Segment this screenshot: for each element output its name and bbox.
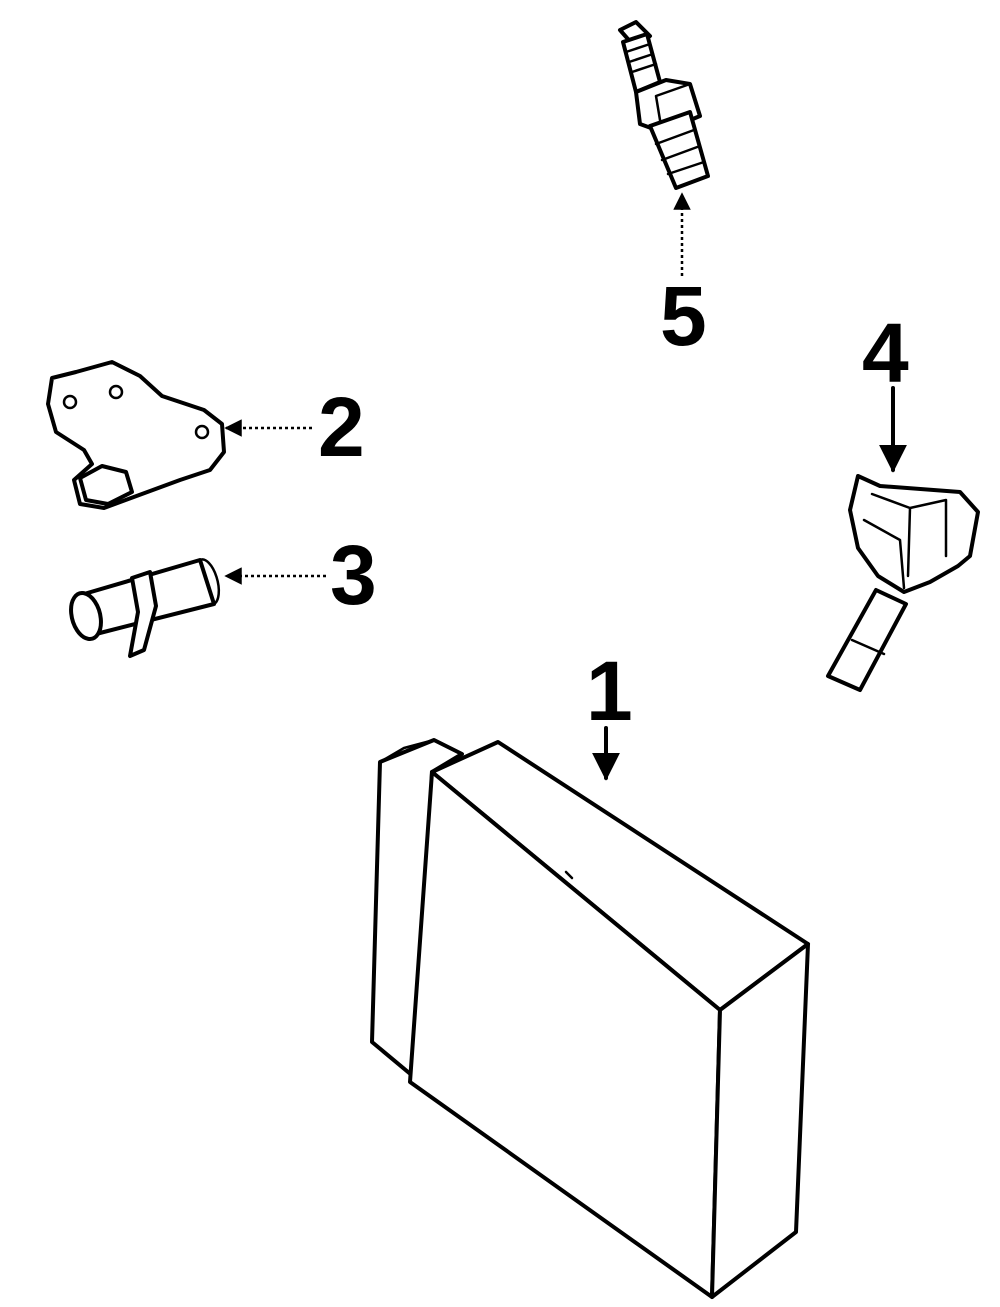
spark-plug-icon (618, 20, 710, 190)
callout-3: 3 (330, 528, 377, 622)
sensor-bracket-icon (46, 360, 226, 510)
callout-4: 4 (862, 306, 909, 400)
control-module-icon (370, 738, 810, 1299)
callout-1: 1 (586, 644, 633, 738)
position-sensor-icon (69, 558, 221, 658)
callout-5: 5 (660, 269, 707, 363)
ignition-coil-icon (826, 474, 980, 692)
callout-2: 2 (318, 380, 365, 474)
